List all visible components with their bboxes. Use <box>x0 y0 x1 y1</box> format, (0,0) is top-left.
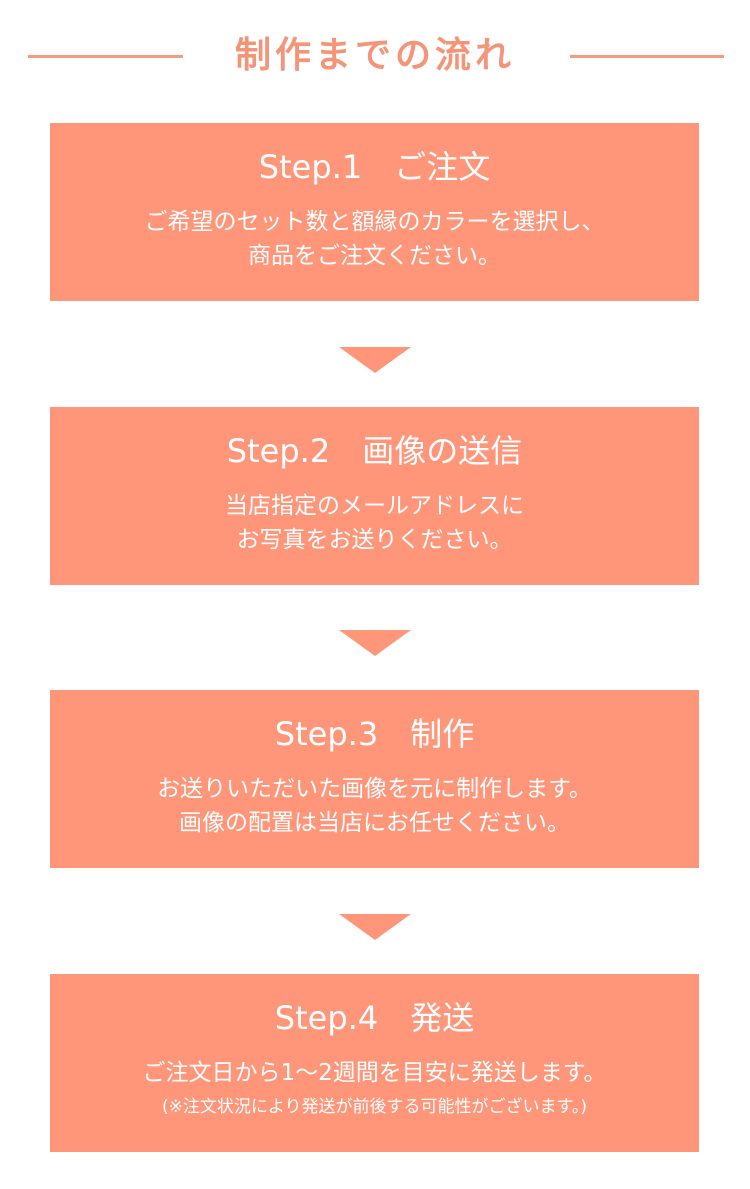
step-description-line: お写真をお送りください。 <box>236 527 513 553</box>
step-description-line: 画像の配置は当店にお任せください。 <box>179 810 570 836</box>
step-card-4: Step.4 発送 ご注文日から1～2週間を目安に発送します。 (※注文状況によ… <box>50 974 699 1152</box>
step-description-line: ご希望のセット数と額縁のカラーを選択し、 <box>144 209 605 235</box>
step-description-line: お送りいただいた画像を元に制作します。 <box>157 776 592 802</box>
step-description-line: ご注文日から1～2週間を目安に発送します。 <box>142 1060 607 1086</box>
step-description: 当店指定のメールアドレスに お写真をお送りください。 <box>50 489 699 557</box>
step-note: (※注文状況により発送が前後する可能性がございます。) <box>162 1097 587 1117</box>
page-title: 制作までの流れ <box>234 35 515 76</box>
step-card-3: Step.3 制作 お送りいただいた画像を元に制作します。 画像の配置は当店にお… <box>50 690 699 868</box>
step-description: お送りいただいた画像を元に制作します。 画像の配置は当店にお任せください。 <box>50 772 699 840</box>
step-title: Step.1 ご注文 <box>258 148 491 186</box>
step-description-line: 当店指定のメールアドレスに <box>225 493 524 519</box>
triangle-down-icon <box>339 630 411 656</box>
triangle-down-icon <box>339 347 411 373</box>
step-title: Step.3 制作 <box>274 715 475 753</box>
header-rule-right <box>570 55 724 58</box>
step-description: ご注文日から1～2週間を目安に発送します。 (※注文状況により発送が前後する可能… <box>50 1056 699 1124</box>
step-description: ご希望のセット数と額縁のカラーを選択し、 商品をご注文ください。 <box>50 205 699 273</box>
step-card-2: Step.2 画像の送信 当店指定のメールアドレスに お写真をお送りください。 <box>50 407 699 585</box>
step-card-1: Step.1 ご注文 ご希望のセット数と額縁のカラーを選択し、 商品をご注文くだ… <box>50 123 699 301</box>
header-rule-left <box>28 55 183 58</box>
step-title: Step.2 画像の送信 <box>226 432 523 470</box>
triangle-down-icon <box>339 914 411 940</box>
section-header: 制作までの流れ <box>0 22 750 90</box>
step-description-line: 商品をご注文ください。 <box>248 243 501 269</box>
step-title: Step.4 発送 <box>274 999 475 1037</box>
